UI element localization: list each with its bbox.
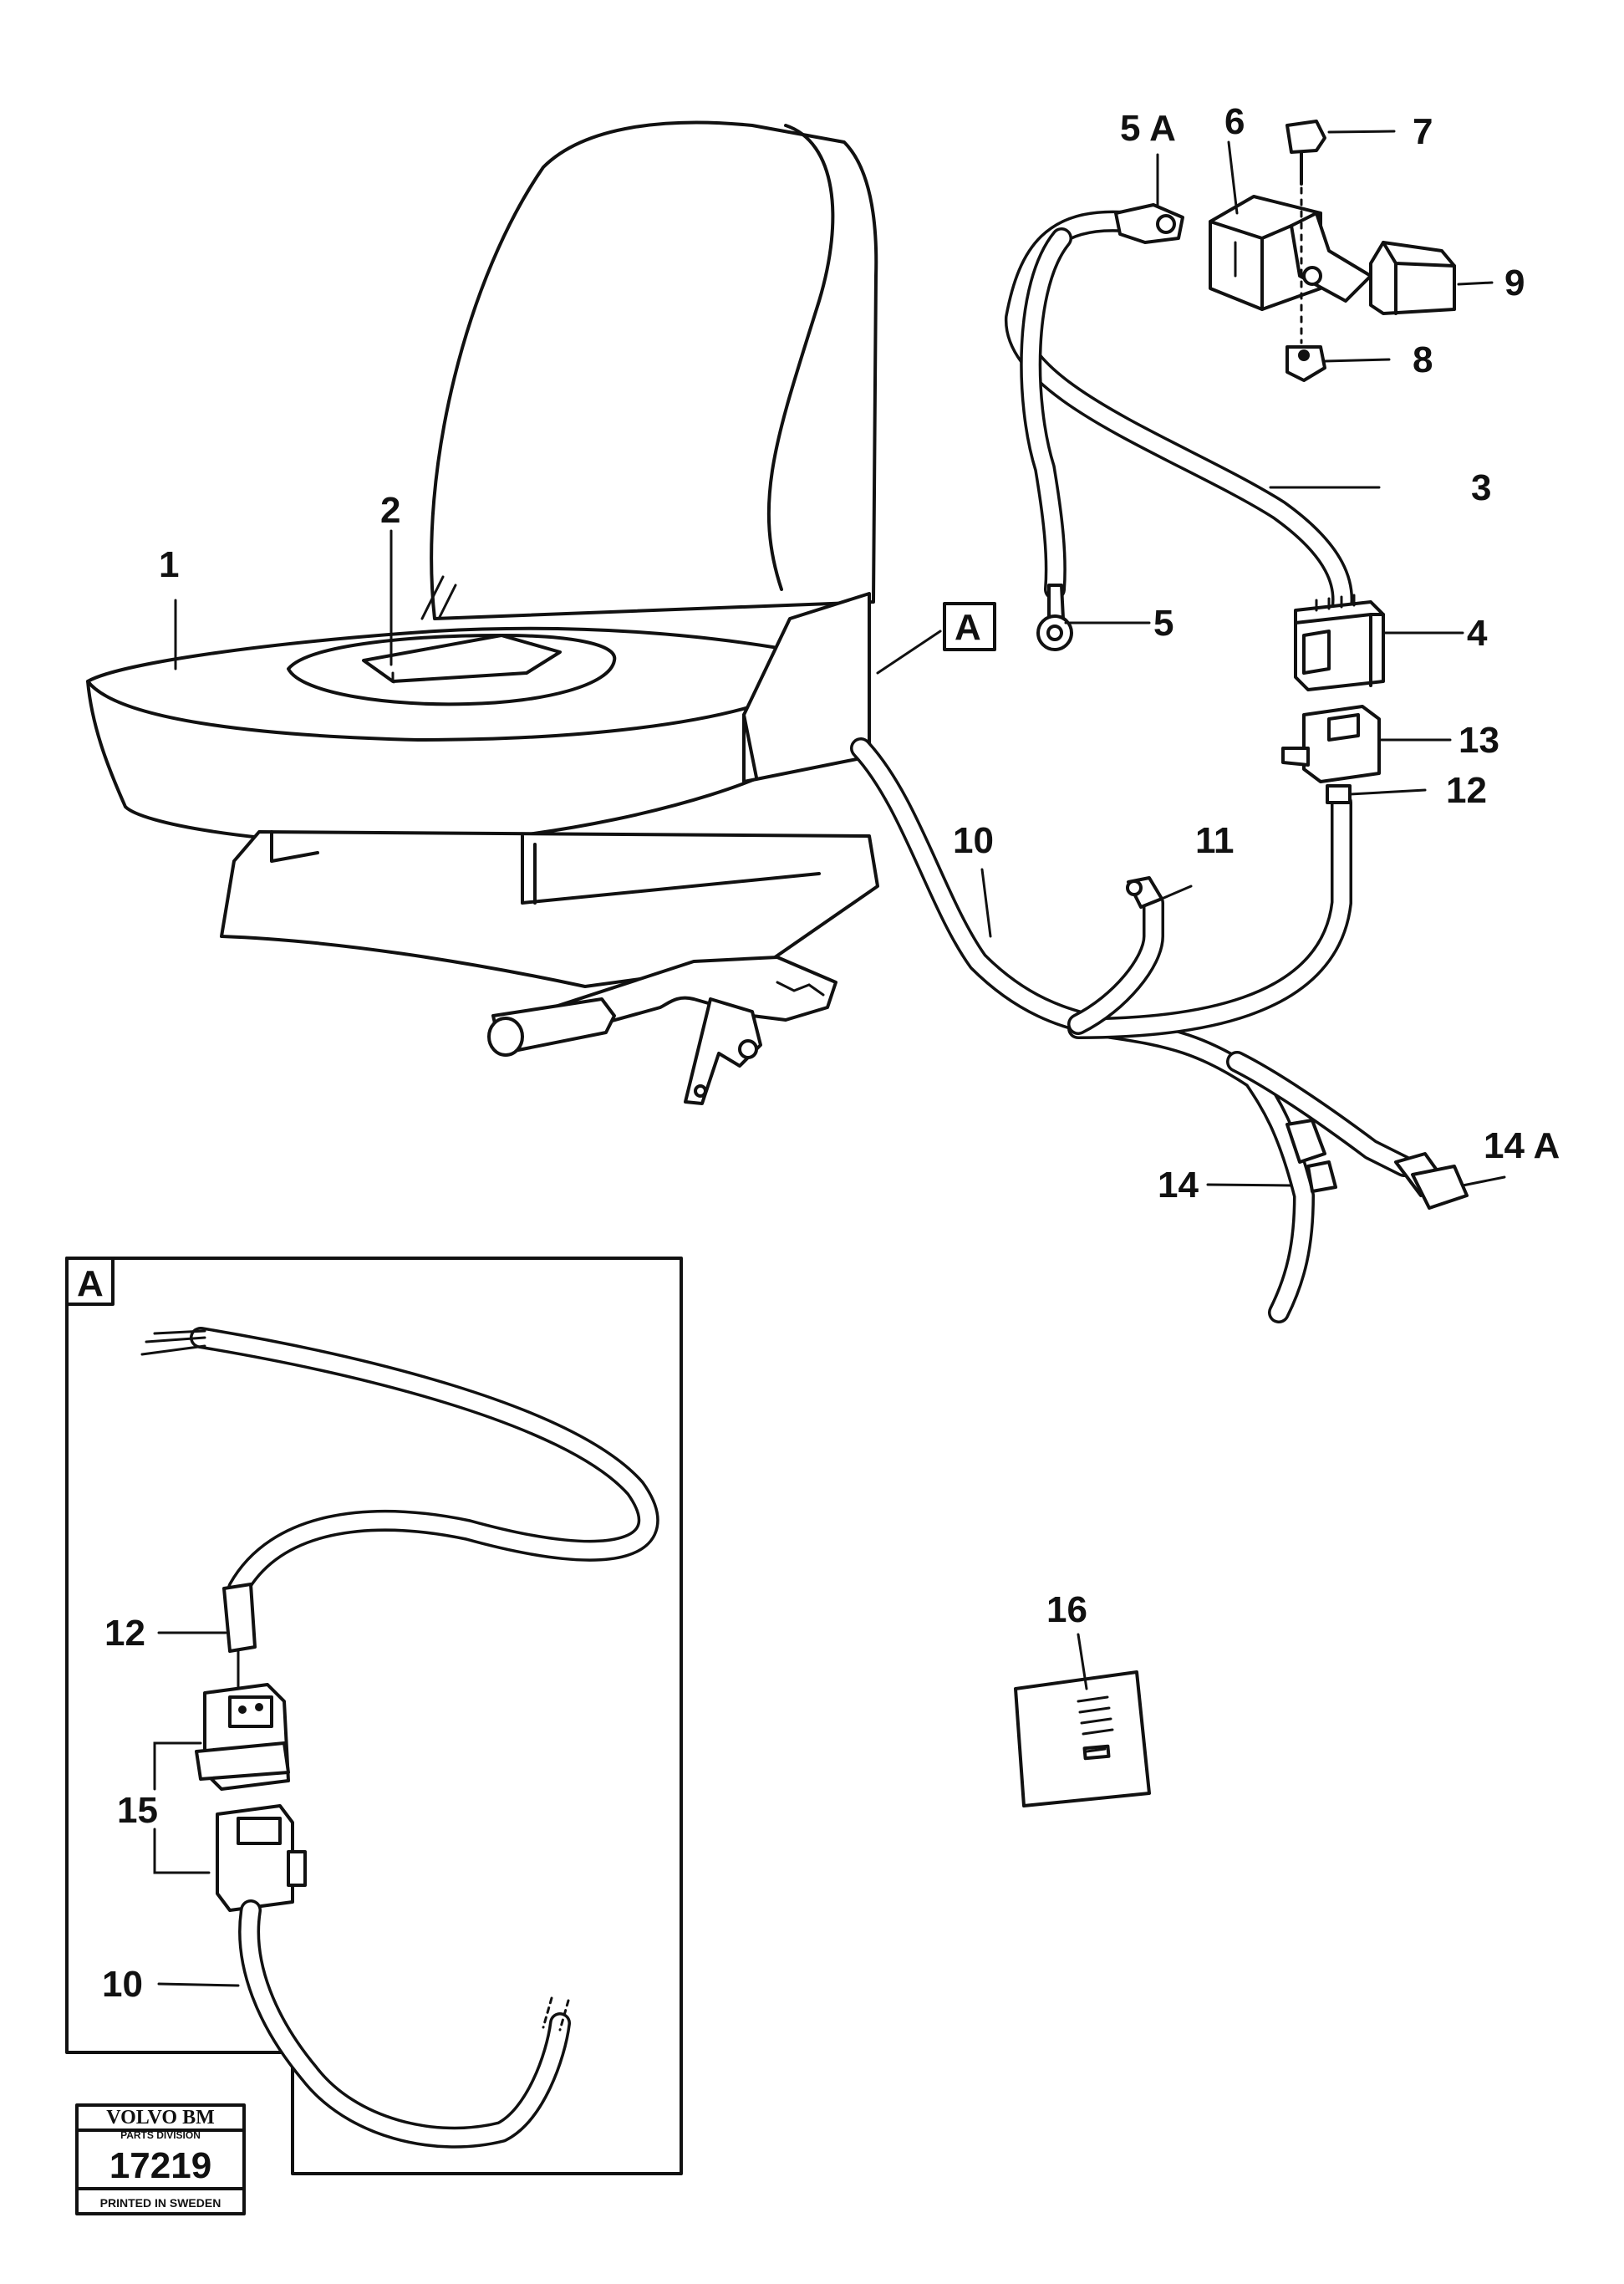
label-16: 16 — [1046, 1589, 1087, 1630]
leader-lines — [174, 130, 1506, 1690]
detail-label-12: 12 — [104, 1613, 145, 1654]
stamp-division: PARTS DIVISION — [120, 2129, 201, 2141]
label-13: 13 — [1459, 720, 1499, 761]
detail-title: A — [77, 1263, 104, 1304]
components — [1014, 120, 1469, 1807]
stamp-text: VOLVO BM PARTS DIVISION 17219 PRINTED IN… — [100, 2107, 221, 2210]
label-4: 4 — [1467, 613, 1488, 654]
detail-label-15: 15 — [117, 1790, 158, 1831]
label-6: 6 — [1224, 101, 1245, 142]
label-9: 9 — [1504, 263, 1525, 303]
label-11: 11 — [1195, 820, 1235, 861]
stamp-footer: PRINTED IN SWEDEN — [100, 2196, 221, 2210]
label-8: 8 — [1413, 339, 1433, 380]
stamp-number: 17219 — [109, 2145, 211, 2186]
cables — [850, 210, 1415, 1323]
stamp-brand: VOLVO BM — [106, 2107, 215, 2129]
label-12: 12 — [1446, 770, 1487, 811]
label-14: 14 — [1158, 1165, 1199, 1206]
label-7: 7 — [1413, 111, 1433, 152]
label-10: 10 — [953, 820, 994, 861]
label-2: 2 — [380, 490, 400, 531]
stamp — [75, 2103, 246, 2215]
callout-labels: 1 2 3 4 5 5 A 6 7 8 9 10 11 12 13 14 14 … — [77, 101, 1560, 2005]
detail-ref-label: A — [955, 607, 981, 648]
label-3: 3 — [1471, 467, 1491, 508]
label-5: 5 — [1153, 603, 1173, 644]
label-5a: 5 A — [1120, 108, 1176, 149]
label-1: 1 — [159, 544, 179, 585]
detail-a-box — [65, 1257, 683, 2175]
label-14a: 14 A — [1484, 1125, 1560, 1166]
detail-label-10: 10 — [102, 1964, 143, 2005]
seat — [86, 120, 879, 1105]
detail-reference — [943, 602, 996, 651]
